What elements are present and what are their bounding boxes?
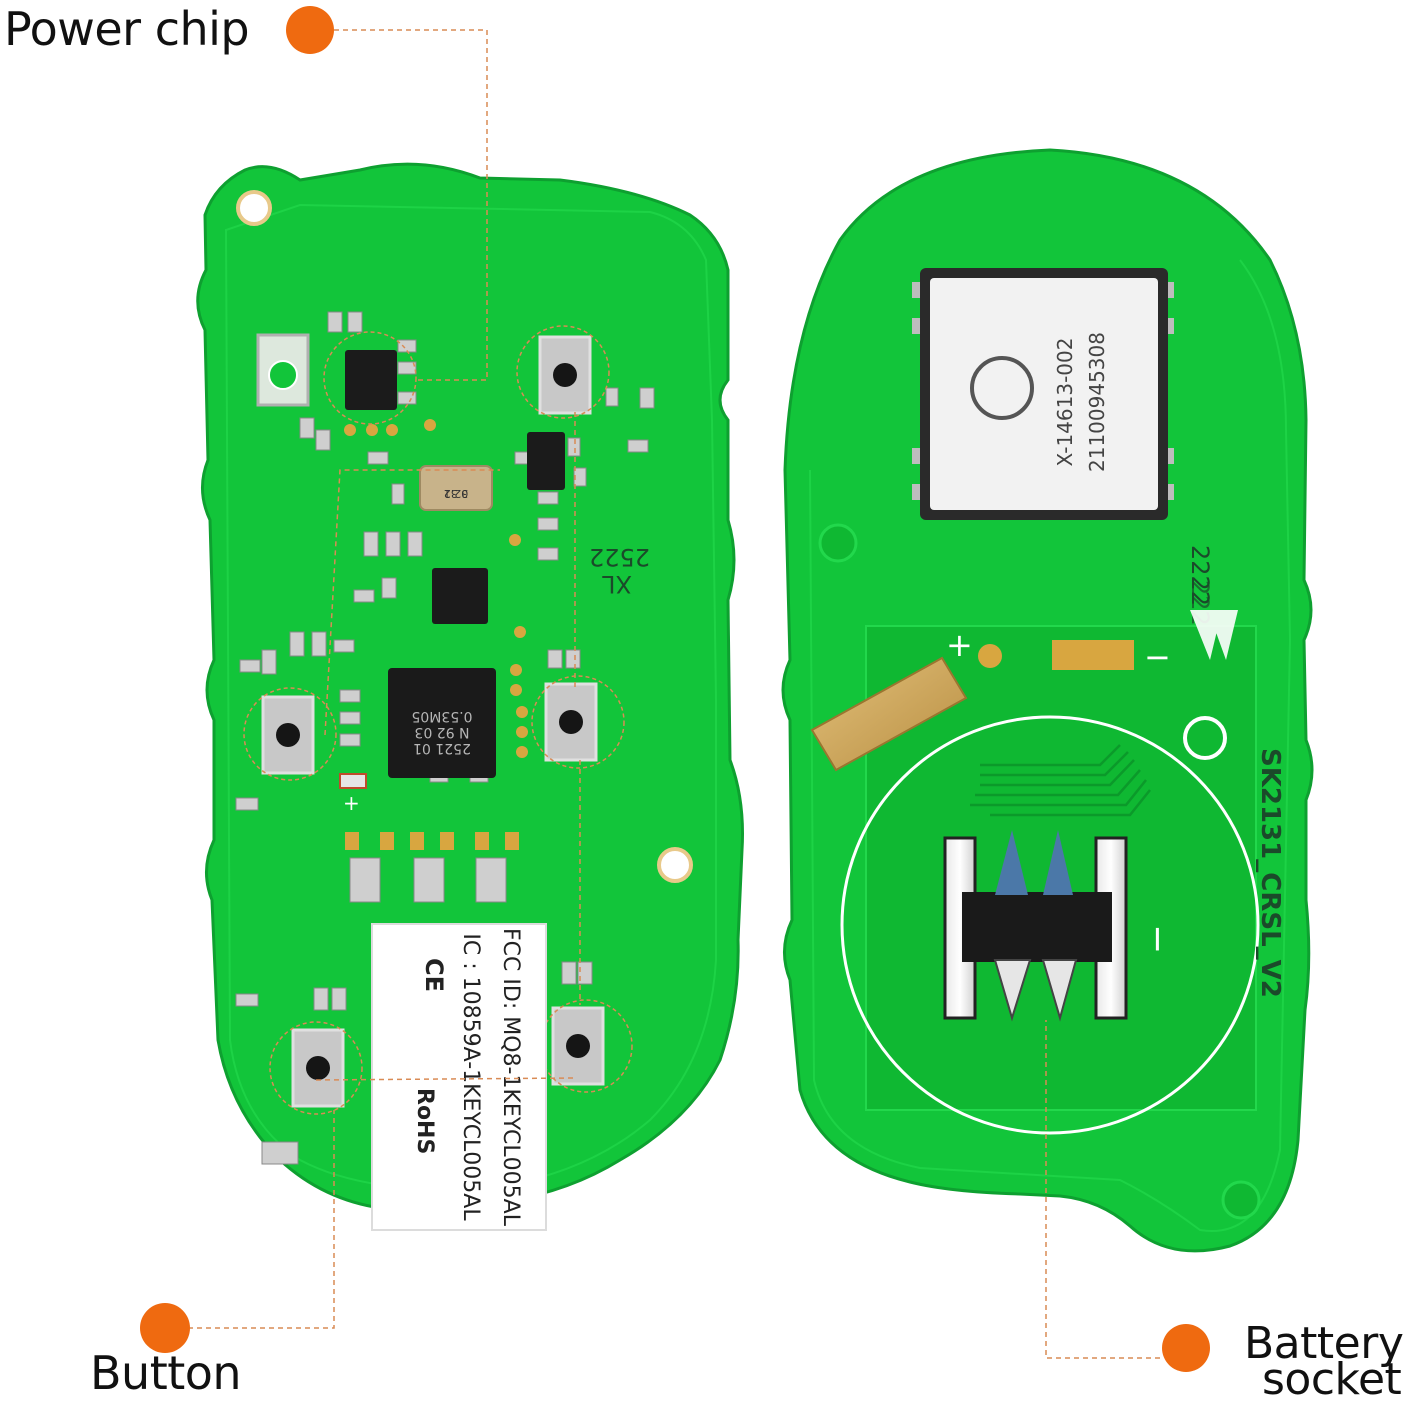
maker-logo <box>1190 610 1238 660</box>
label-fcc: FCC ID: MQ8-1KEYCL005AL <box>498 928 523 1227</box>
transistor <box>527 432 565 490</box>
label-rohs: RoHS <box>412 1088 437 1154</box>
battery-contact-pad <box>978 644 1002 668</box>
back-pcb-inner-edge <box>809 259 1292 1232</box>
front-mount-hole <box>657 847 693 883</box>
plus-mark: + <box>343 791 360 815</box>
rf-module-marking: 21100945308 <box>1085 332 1109 472</box>
rf-module: X-14613-002 21100945308 <box>912 268 1174 520</box>
tactile-button <box>243 687 337 781</box>
silkscreen-date: 2522 <box>589 543 650 571</box>
callout-socket: socket <box>1262 1354 1402 1405</box>
back-mount-hole <box>818 523 858 563</box>
battery-minus-mark: − <box>1144 638 1171 676</box>
back-part-number: SK2131_CRSL_V2 <box>1255 748 1285 998</box>
mcu-marking: 2521 01 <box>413 740 471 756</box>
callout-leaders <box>188 29 1160 1359</box>
tactile-button <box>516 325 610 419</box>
label-ce: CE <box>420 958 448 992</box>
resistor-packs <box>349 857 507 903</box>
mcu-marking: 0.53M05 <box>411 708 472 724</box>
battery-minus-mark-2: − <box>1137 924 1178 954</box>
battery-socket <box>943 830 1128 1022</box>
battery-contact-pad-2 <box>1052 640 1134 670</box>
button-marker <box>140 1303 190 1353</box>
power-chip-highlight <box>323 331 417 425</box>
microcontroller <box>388 668 496 778</box>
tactile-button <box>269 1021 363 1115</box>
recycle-logo <box>1183 716 1227 760</box>
battery-contact-tab <box>810 656 968 772</box>
gold-pads <box>344 419 528 850</box>
front-pcb: 32.1 0.32 0.53M05 N 92 03 2521 01 + 2522… <box>196 162 744 1231</box>
pcb-traces <box>970 744 1151 817</box>
crystal-text: 0.32 <box>444 487 469 500</box>
test-pad-dot <box>268 360 298 390</box>
power-chip-marker <box>286 6 334 54</box>
back-date-code: 2222 <box>1186 545 1214 606</box>
back-pcb: X-14613-002 21100945308 2222 2222 + − − <box>781 148 1314 1253</box>
back-mount-hole <box>1221 1180 1261 1220</box>
rf-module-logo <box>970 356 1034 420</box>
front-keyring-hole <box>236 190 272 226</box>
power-chip <box>345 350 397 410</box>
eeprom-chip <box>432 568 488 624</box>
callout-battery: Battery <box>1244 1318 1404 1369</box>
mcu-marking: N 92 03 <box>414 724 469 740</box>
label-ic: IC : 10859A-1KEYCL005AL <box>458 933 483 1221</box>
tactile-button <box>539 999 633 1093</box>
crystal-text: 32.1 <box>444 487 469 500</box>
battery-socket-marker <box>1162 1324 1210 1372</box>
battery-outline <box>840 715 1260 1135</box>
small-components <box>235 311 655 1165</box>
battery-plus-mark: + <box>946 626 973 664</box>
silkscreen-code: XL <box>602 570 632 598</box>
compliance-label: FCC ID: MQ8-1KEYCL005AL IC : 10859A-1KEY… <box>371 923 547 1231</box>
crystal <box>419 465 493 511</box>
rf-module-marking: X-14613-002 <box>1053 338 1077 467</box>
tactile-button <box>531 675 625 769</box>
led <box>339 773 367 789</box>
callout-button: Button <box>90 1346 242 1400</box>
callout-power-chip: Power chip <box>4 2 250 56</box>
